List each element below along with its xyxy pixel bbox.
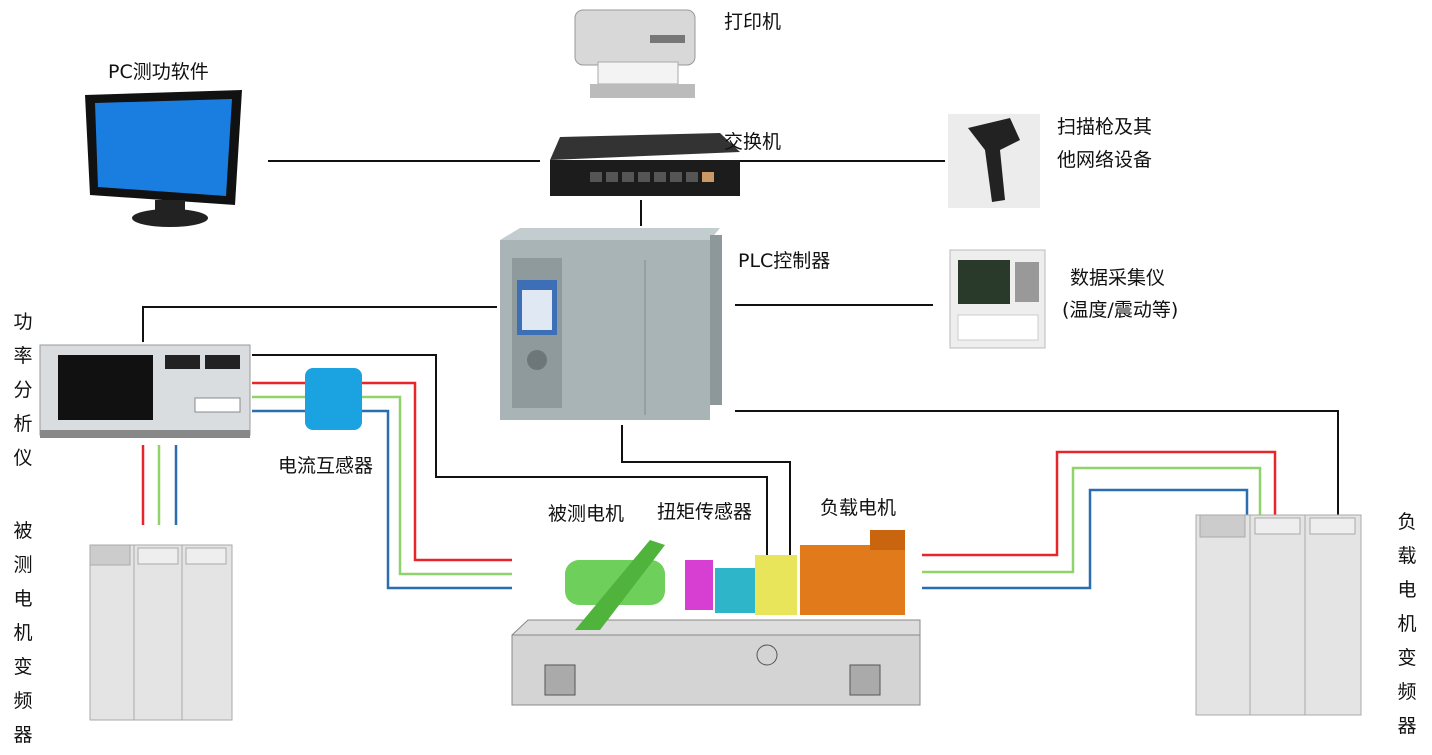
current-transformer-label: 电流互感器 (278, 455, 374, 477)
plc-label: PLC控制器 (738, 250, 831, 272)
torque-sensor-icon (755, 555, 797, 615)
mut-inverter-label: 被测电机变频器 (13, 520, 33, 746)
power-analyzer-icon (39, 344, 251, 438)
load-inverter-cabinet-icon (1195, 514, 1362, 716)
current-transformer-icon (305, 368, 362, 430)
switch-label: 交换机 (724, 131, 782, 153)
daq-label-line2: (温度/震动等) (1062, 299, 1179, 321)
plc-controller-icon (500, 228, 722, 420)
power-analyzer-label: 功率分析仪 (13, 311, 33, 469)
load-motor-label: 负载电机 (820, 497, 897, 519)
power-lines (141, 381, 1277, 590)
barcode-scanner-icon (948, 114, 1040, 208)
pc-monitor-icon (85, 90, 242, 227)
plc-load-inverter-line (735, 410, 1339, 515)
coupling-icon (685, 560, 713, 610)
daq-label-line1: 数据采集仪 (1070, 267, 1166, 289)
torque-sensor-label: 扭矩传感器 (657, 501, 753, 523)
signal-lines (142, 160, 1339, 556)
load-motor-icon (800, 545, 905, 615)
printer-icon (574, 9, 696, 98)
motor-under-test-label: 被测电机 (548, 503, 625, 525)
network-switch-icon (550, 133, 740, 196)
load-inverter-label: 负载电机变频器 (1397, 511, 1417, 737)
scanner-label-line1: 扫描枪及其 (1057, 116, 1153, 138)
pc-software-label: PC测功软件 (108, 61, 209, 83)
analyzer-torque-line (252, 354, 768, 556)
scanner-label-line2: 他网络设备 (1057, 149, 1153, 171)
data-acquisition-icon (949, 249, 1046, 349)
plc-torque-line (621, 425, 791, 556)
test-bench-icon (511, 530, 921, 706)
printer-label: 打印机 (724, 11, 782, 33)
mut-inverter-cabinet-icon (89, 544, 233, 721)
plc-analyzer-line (142, 306, 497, 342)
